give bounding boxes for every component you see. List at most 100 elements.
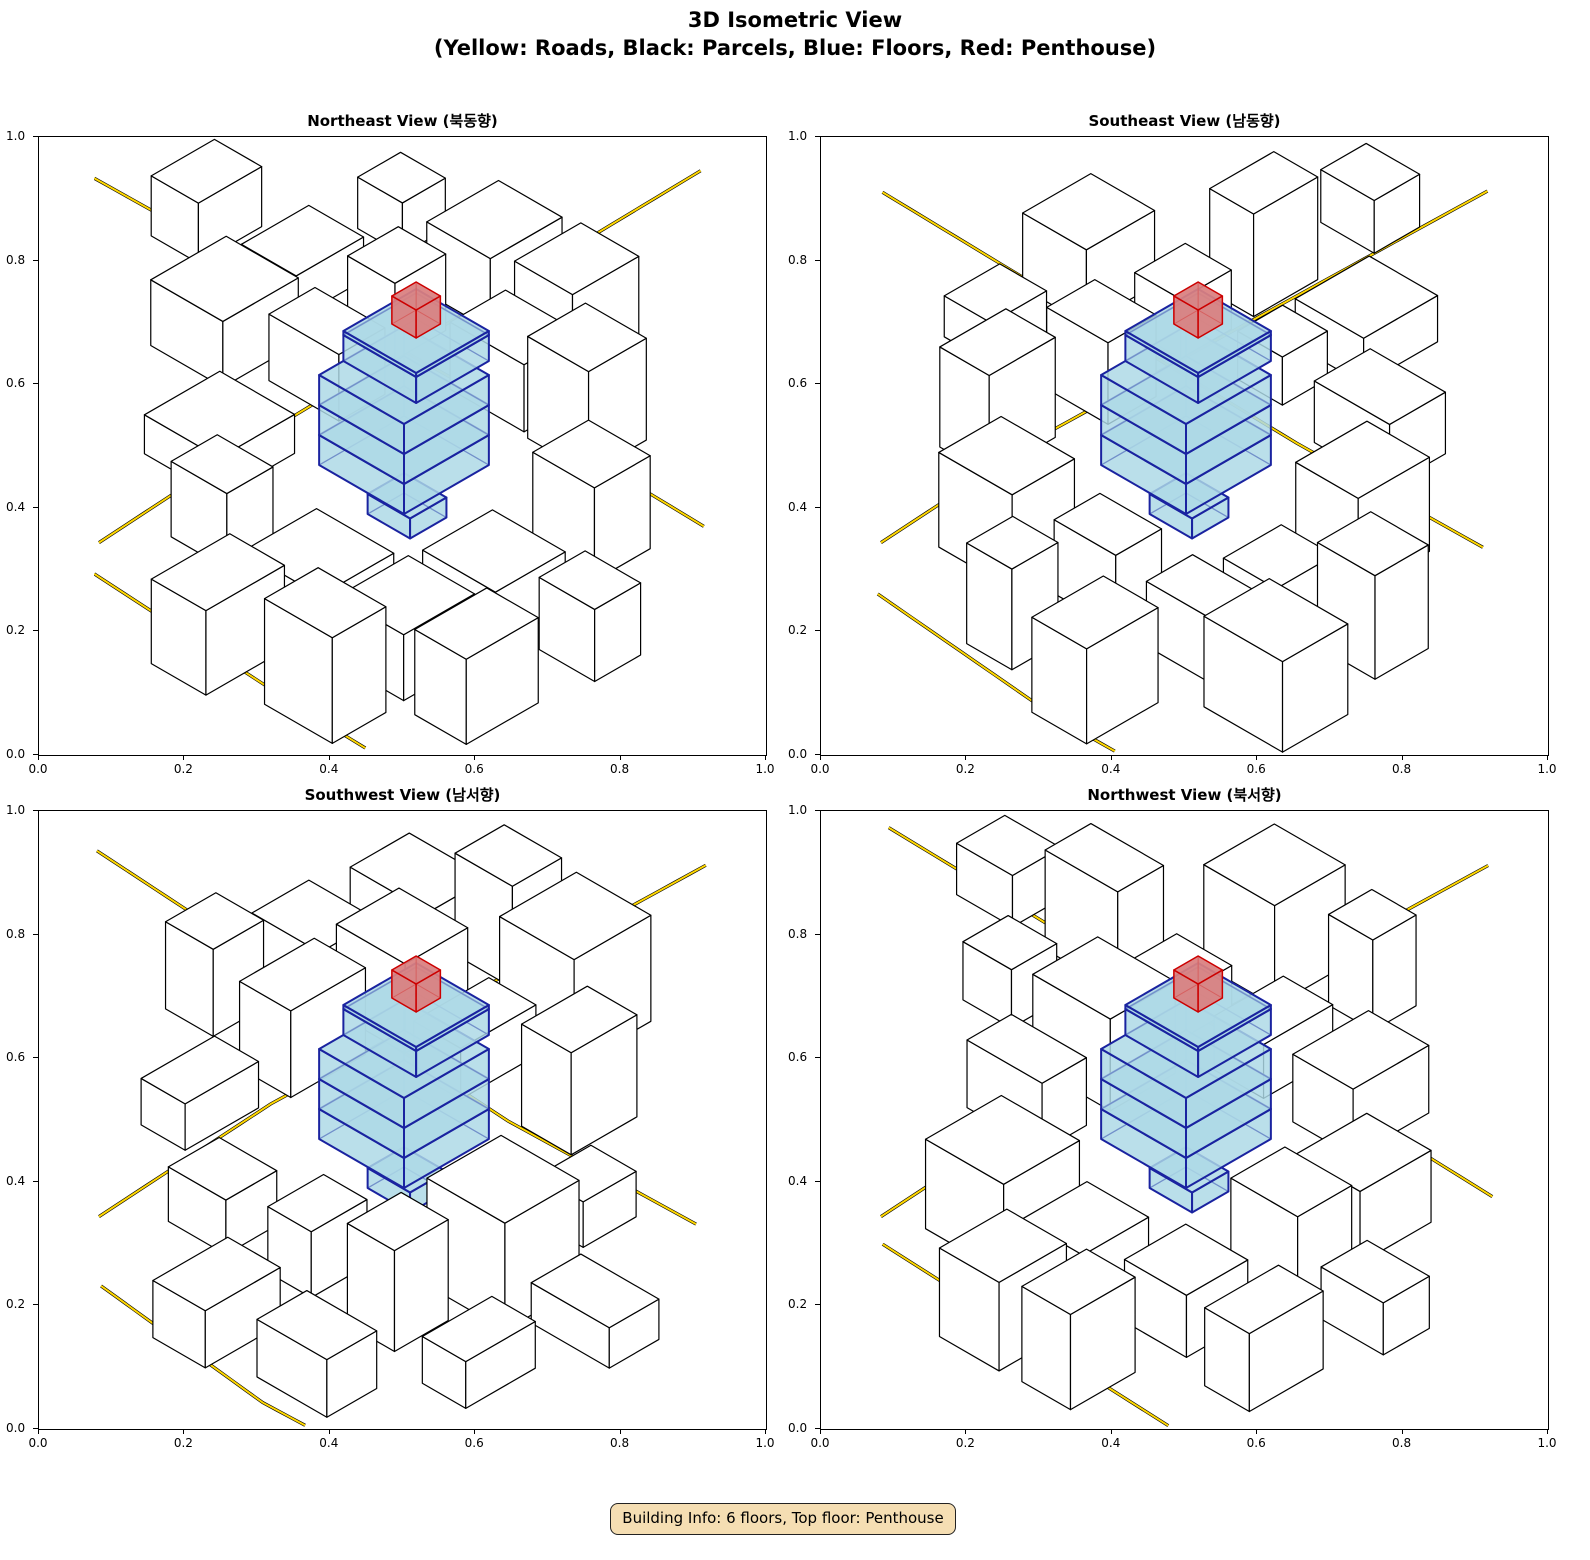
parcel-building-top-face (256, 1289, 378, 1361)
axes-frame (38, 136, 767, 756)
x-tick-label: 0.4 (1101, 1436, 1121, 1450)
x-tick-label: 0.4 (319, 1436, 339, 1450)
x-tick-label: 0.6 (464, 1436, 484, 1450)
x-tick-label: 0.0 (810, 762, 830, 776)
x-tick-mark (1256, 1429, 1258, 1434)
y-tick-label: 0.4 (6, 1173, 26, 1188)
x-tick-label: 0.8 (610, 762, 630, 776)
parcel-building-top-face (150, 533, 286, 612)
parcel-building-top-face (263, 567, 387, 639)
x-tick-mark (1547, 1429, 1548, 1434)
y-tick-label: 0.2 (6, 623, 26, 638)
y-tick-label: 1.0 (6, 803, 26, 817)
y-tick-label: 1.0 (788, 129, 808, 143)
x-tick-mark (820, 1429, 821, 1434)
axes-frame (820, 136, 1549, 756)
panel-title: Southeast View (남동향) (1088, 112, 1281, 130)
target-building (318, 955, 490, 1214)
x-tick-mark (38, 1429, 39, 1434)
parcel-building-top-face (939, 308, 1056, 377)
x-tick-mark (1110, 755, 1112, 760)
y-tick-label: 0.0 (788, 1421, 808, 1435)
x-tick-label: 1.0 (1537, 762, 1557, 776)
y-tick-label: 1.0 (788, 803, 808, 817)
y-tick-label: 0.0 (788, 747, 808, 761)
y-tick-mark (33, 630, 38, 632)
x-tick-label: 0.0 (28, 762, 48, 776)
parcel-building-top-face (1203, 577, 1349, 663)
parcel-building-top-face (1046, 279, 1157, 344)
axes-frame (820, 810, 1549, 1430)
x-tick-mark (765, 755, 766, 760)
x-tick-mark (183, 755, 185, 760)
y-tick-mark (815, 383, 820, 385)
y-tick-mark (815, 1057, 820, 1059)
x-tick-mark (965, 755, 967, 760)
x-tick-label: 0.6 (1246, 1436, 1266, 1450)
x-tick-label: 0.2 (955, 762, 975, 776)
x-tick-mark (38, 755, 39, 760)
parcel-building-top-face (1203, 823, 1346, 907)
parcel-building-top-face (454, 824, 563, 887)
penthouse-top-face (1173, 281, 1224, 311)
x-tick-label: 0.4 (1101, 762, 1121, 776)
y-tick-label: 0.4 (6, 499, 26, 514)
x-tick-label: 1.0 (1537, 1436, 1557, 1450)
y-tick-label: 0.6 (788, 376, 808, 391)
parcel-building-top-face (966, 1013, 1088, 1084)
parcel-building-top-face (164, 892, 265, 950)
penthouse-top-face (391, 955, 442, 985)
parcel-building-top-face (346, 1191, 449, 1252)
parcel-building-top-face (1044, 822, 1165, 893)
parcel-building-top-face (1295, 1112, 1432, 1193)
panel-title: Southwest View (남서향) (304, 786, 501, 804)
parcel-building-top-face (938, 415, 1076, 496)
isometric-scene (876, 142, 1489, 753)
x-tick-mark (1547, 755, 1548, 760)
x-tick-mark (1110, 1429, 1112, 1434)
parcel-building-top-face (422, 509, 566, 593)
parcel-building-top-face (1209, 151, 1319, 215)
parcel-building-top-face (962, 914, 1058, 971)
y-tick-mark (33, 933, 38, 935)
x-tick-mark (820, 755, 821, 760)
penthouse-top-face (391, 281, 442, 311)
x-tick-label: 0.0 (28, 1436, 48, 1450)
parcel-building-top-face (966, 515, 1059, 570)
parcel-building-top-face (238, 937, 367, 1012)
parcel-building-top-face (1123, 1223, 1249, 1296)
y-tick-mark (33, 1428, 38, 1429)
figure-title: 3D Isometric View (Yellow: Roads, Black:… (0, 6, 1590, 62)
parcel-building-top-face (426, 1134, 580, 1224)
x-tick-label: 0.8 (1392, 1436, 1412, 1450)
figure-title-line2: (Yellow: Roads, Black: Parcels, Blue: Fl… (433, 36, 1157, 60)
y-tick-mark (33, 754, 38, 755)
x-tick-mark (1401, 755, 1403, 760)
y-tick-label: 0.4 (788, 1173, 808, 1188)
parcel-building-top-face (924, 1094, 1081, 1185)
axes-frame (38, 810, 767, 1430)
parcel-building-top-face (426, 179, 563, 260)
parcel-building-top-face (1292, 1010, 1430, 1090)
building-info-box: Building Info: 6 floors, Top floor: Pent… (610, 1503, 956, 1535)
x-tick-mark (474, 755, 476, 760)
y-tick-label: 0.0 (6, 1421, 26, 1435)
y-tick-mark (815, 1428, 820, 1429)
y-tick-mark (33, 259, 38, 261)
x-tick-mark (765, 1429, 766, 1434)
x-tick-label: 1.0 (755, 1436, 775, 1450)
parcel-building-top-face (1021, 1248, 1136, 1316)
y-tick-label: 0.2 (788, 623, 808, 638)
x-tick-label: 0.8 (610, 1436, 630, 1450)
y-tick-mark (815, 630, 820, 632)
y-tick-mark (815, 1180, 820, 1182)
parcel-building-top-face (167, 1136, 278, 1201)
target-building (1100, 955, 1272, 1214)
parcel-building-top-face (1327, 888, 1417, 941)
parcel-building-top-face (530, 1253, 660, 1329)
parcel-building-top-face (421, 1295, 536, 1363)
x-tick-label: 0.2 (955, 1436, 975, 1450)
